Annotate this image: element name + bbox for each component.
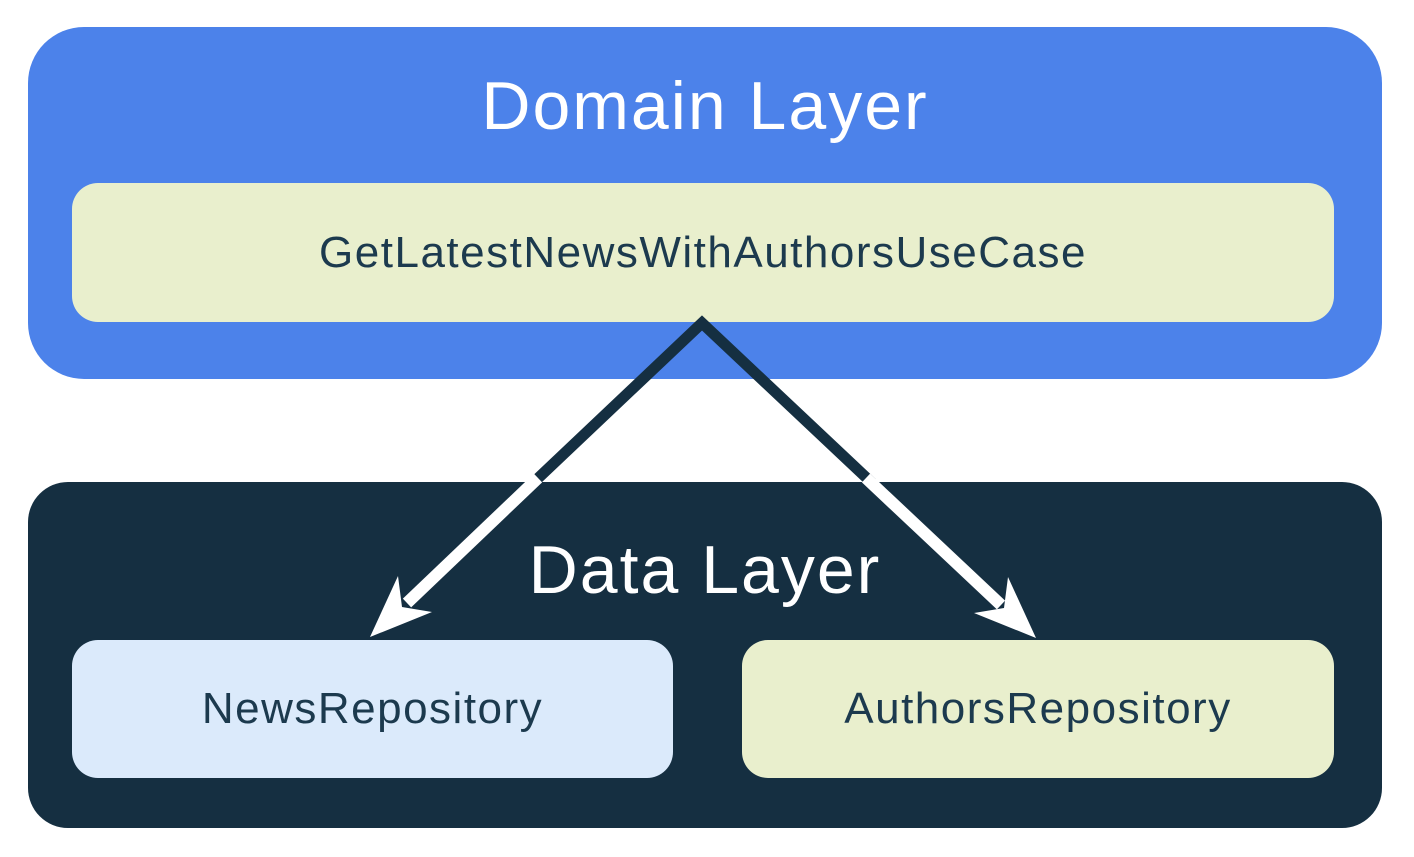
domain-layer-box: Domain Layer GetLatestNewsWithAuthorsUse… [28,27,1382,379]
authors-repository-label: AuthorsRepository [844,684,1232,733]
news-repository-node: NewsRepository [72,640,673,778]
domain-layer-title: Domain Layer [481,68,929,144]
authors-repository-node: AuthorsRepository [742,640,1334,778]
data-layer-title: Data Layer [528,532,882,608]
news-repository-label: NewsRepository [201,684,544,733]
usecase-label: GetLatestNewsWithAuthorsUseCase [319,227,1087,277]
usecase-node: GetLatestNewsWithAuthorsUseCase [72,183,1334,322]
